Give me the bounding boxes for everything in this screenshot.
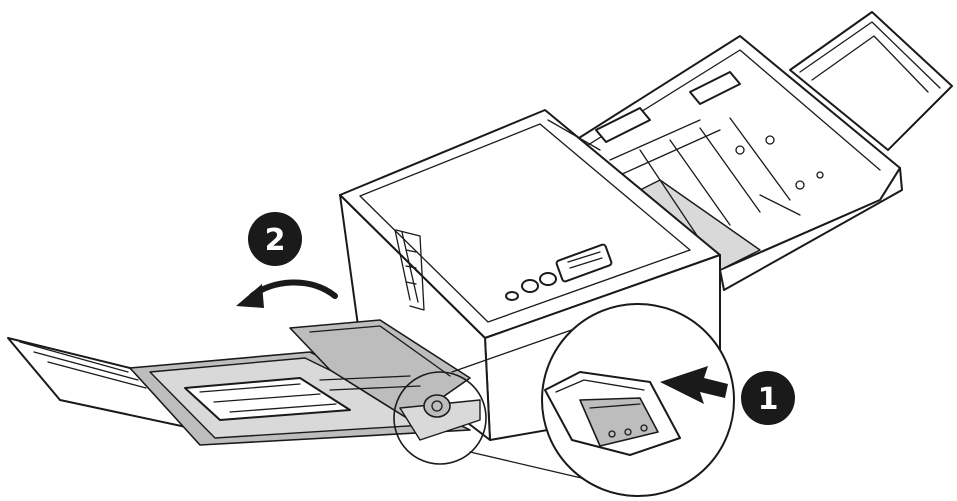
step-label-2: 2	[265, 223, 286, 258]
release-lever	[393, 371, 487, 465]
panel-button	[539, 272, 557, 286]
panel-button	[521, 279, 539, 293]
zoom-callout	[451, 303, 735, 497]
step-label-1: 1	[758, 382, 779, 417]
control-panel	[505, 243, 613, 301]
arrow-curved-left-icon	[236, 279, 338, 308]
power-button	[505, 291, 519, 301]
output-tray	[7, 319, 481, 446]
detail-pointer-circle	[393, 371, 487, 465]
step-badge-1: 1	[741, 371, 795, 425]
arrow-push-icon	[660, 366, 728, 404]
step-badge-2: 2	[248, 212, 302, 266]
